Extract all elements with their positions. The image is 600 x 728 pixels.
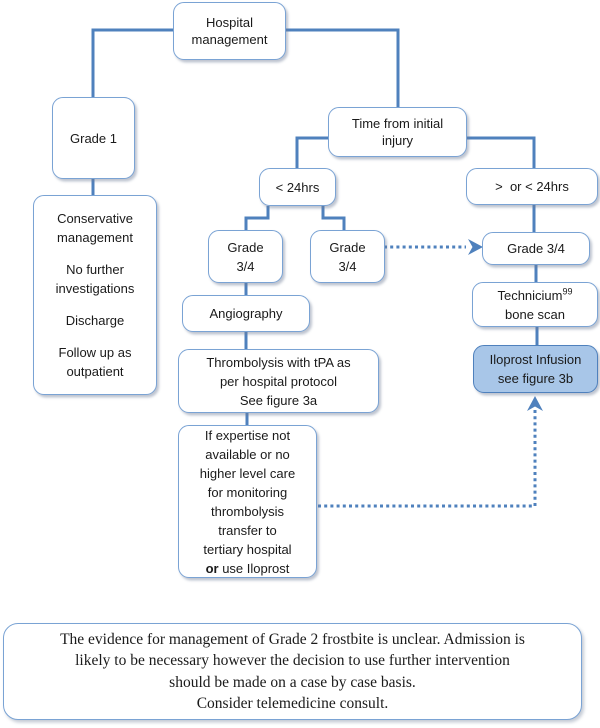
node-label: Grade 3/4 — [507, 241, 565, 256]
node-label: > or < 24hrs — [495, 179, 569, 194]
node-conservative-management: Conservative management No further inves… — [33, 195, 157, 395]
grade-2-note-box: The evidence for management of Grade 2 f… — [3, 623, 582, 720]
connector-time-to-overunder24 — [466, 136, 536, 168]
node-label: Grade — [329, 239, 366, 255]
connector-time-to-under24 — [295, 136, 328, 168]
node-label: higher level care — [199, 465, 296, 481]
note-line: Consider telemedicine consult. — [196, 695, 389, 712]
node-label: < 24hrs — [275, 179, 320, 195]
node-label: per hospital protocol — [219, 373, 338, 389]
node-label: If expertise not — [204, 427, 291, 443]
node-under-24hrs: < 24hrs — [259, 168, 336, 206]
connector-under24-to-grade34-left — [244, 206, 270, 231]
node-label: see figure 3b — [497, 371, 574, 386]
note-line: likely to be necessary however the decis… — [75, 652, 510, 669]
node-label: Hospital management — [191, 15, 268, 47]
node-paragraph: Conservative management — [57, 211, 133, 245]
node-label: Time from initial injury — [351, 116, 447, 148]
node-expertise-transfer-or-iloprost: If expertise not available or no higher … — [178, 425, 317, 578]
node-grade-34-left: Grade 3/4 — [208, 230, 283, 283]
node-thrombolysis-tpa: Thrombolysis with tPA as per hospital pr… — [178, 349, 379, 413]
node-technicium-bone-scan: Technicium99 bone scan — [472, 282, 598, 327]
bold-or-word: or — [205, 560, 219, 576]
technicium-99-superscript: 99 — [562, 286, 573, 297]
node-label: transfer to — [218, 522, 277, 538]
node-paragraph: No further investigations — [55, 262, 135, 296]
node-label: Thrombolysis with tPA as — [206, 354, 351, 370]
node-grade-34-right: Grade 3/4 — [482, 232, 590, 265]
node-label: 3/4 — [236, 258, 255, 274]
node-over-or-under-24hrs: > or < 24hrs — [466, 168, 598, 205]
arrowhead-up-icon — [527, 396, 543, 411]
node-label: 3/4 — [338, 258, 357, 274]
node-label: Grade — [227, 239, 264, 255]
node-label: Angiography — [209, 306, 283, 321]
note-line: should be made on a case by case basis. — [169, 673, 416, 691]
node-iloprost-infusion: Iloprost Infusion see figure 3b — [473, 345, 598, 393]
technicium-word: Technicium — [497, 287, 563, 303]
arrowhead-right-icon — [468, 239, 483, 255]
node-paragraph: Discharge — [65, 313, 125, 328]
node-label: Technicium99 — [497, 286, 572, 305]
use-iloprost-text: use Iloprost — [218, 560, 290, 576]
node-label: tertiary hospital — [203, 541, 292, 557]
node-label: Iloprost Infusion — [489, 352, 582, 367]
node-label: thrombolysis — [211, 503, 284, 519]
node-label: or use Iloprost — [206, 559, 290, 578]
note-line: The evidence for management of Grade 2 f… — [60, 630, 525, 648]
node-angiography: Angiography — [182, 295, 310, 332]
node-hospital-management: Hospital management — [173, 2, 286, 60]
connector-hospital-to-time — [286, 28, 400, 107]
node-grade-1: Grade 1 — [52, 97, 135, 179]
dotted-connector-expertise-to-iloprost — [318, 410, 537, 508]
node-label: available or no — [205, 446, 290, 462]
node-label: Grade 1 — [70, 130, 117, 146]
node-paragraph: Follow up as outpatient — [58, 345, 132, 379]
node-time-from-initial-injury: Time from initial injury — [328, 107, 467, 157]
node-label: See figure 3a — [239, 392, 318, 408]
node-grade-34-mid: Grade 3/4 — [310, 230, 385, 283]
node-label: bone scan — [505, 306, 565, 322]
connector-hospital-to-grade1 — [91, 28, 173, 97]
node-label: for monitoring — [207, 484, 288, 500]
connector-under24-to-grade34-mid — [321, 206, 346, 231]
